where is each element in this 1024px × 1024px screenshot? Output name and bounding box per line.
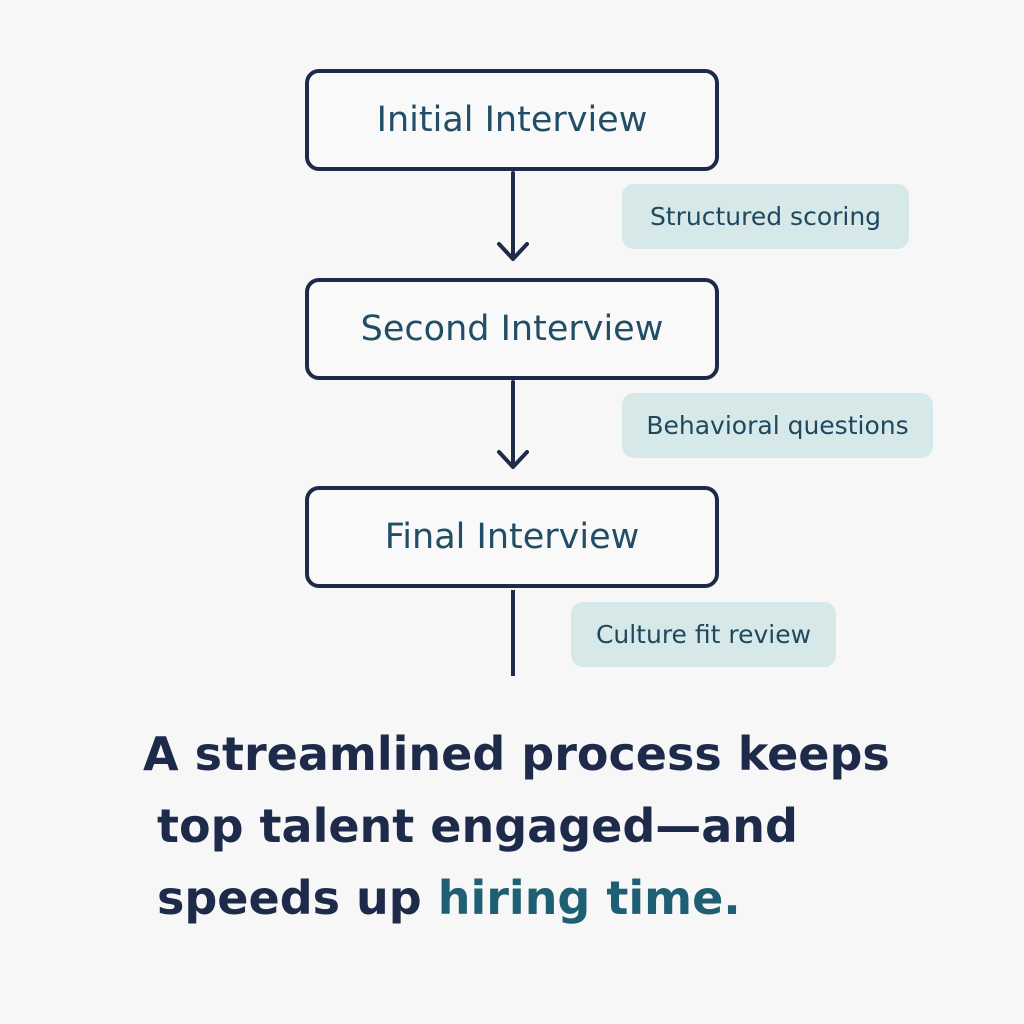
- step-initial-interview: Initial Interview: [305, 69, 719, 171]
- note-structured-scoring: Structured scoring: [622, 184, 909, 249]
- note-behavioral-questions: Behavioral questions: [622, 393, 933, 458]
- note-label: Culture fit review: [595, 620, 812, 649]
- arrow-1-head: [497, 242, 529, 261]
- headline-line-3: speeds up hiring time.: [143, 862, 890, 934]
- note-label: Behavioral questions: [646, 411, 909, 440]
- step-final-interview: Final Interview: [305, 486, 719, 588]
- headline-accent: hiring time.: [437, 871, 741, 925]
- step-label: Final Interview: [384, 517, 640, 557]
- step-label: Second Interview: [360, 309, 664, 349]
- headline-line-3-prefix: speeds up: [157, 871, 438, 925]
- arrow-2-head: [497, 450, 529, 469]
- step-label: Initial Interview: [376, 100, 648, 140]
- headline: A streamlined process keeps top talent e…: [143, 718, 890, 934]
- headline-line-1: A streamlined process keeps: [143, 727, 890, 781]
- note-culture-fit-review: Culture fit review: [571, 602, 836, 667]
- note-label: Structured scoring: [649, 202, 882, 231]
- step-second-interview: Second Interview: [305, 278, 719, 380]
- headline-line-2: top talent engaged—and: [157, 799, 798, 853]
